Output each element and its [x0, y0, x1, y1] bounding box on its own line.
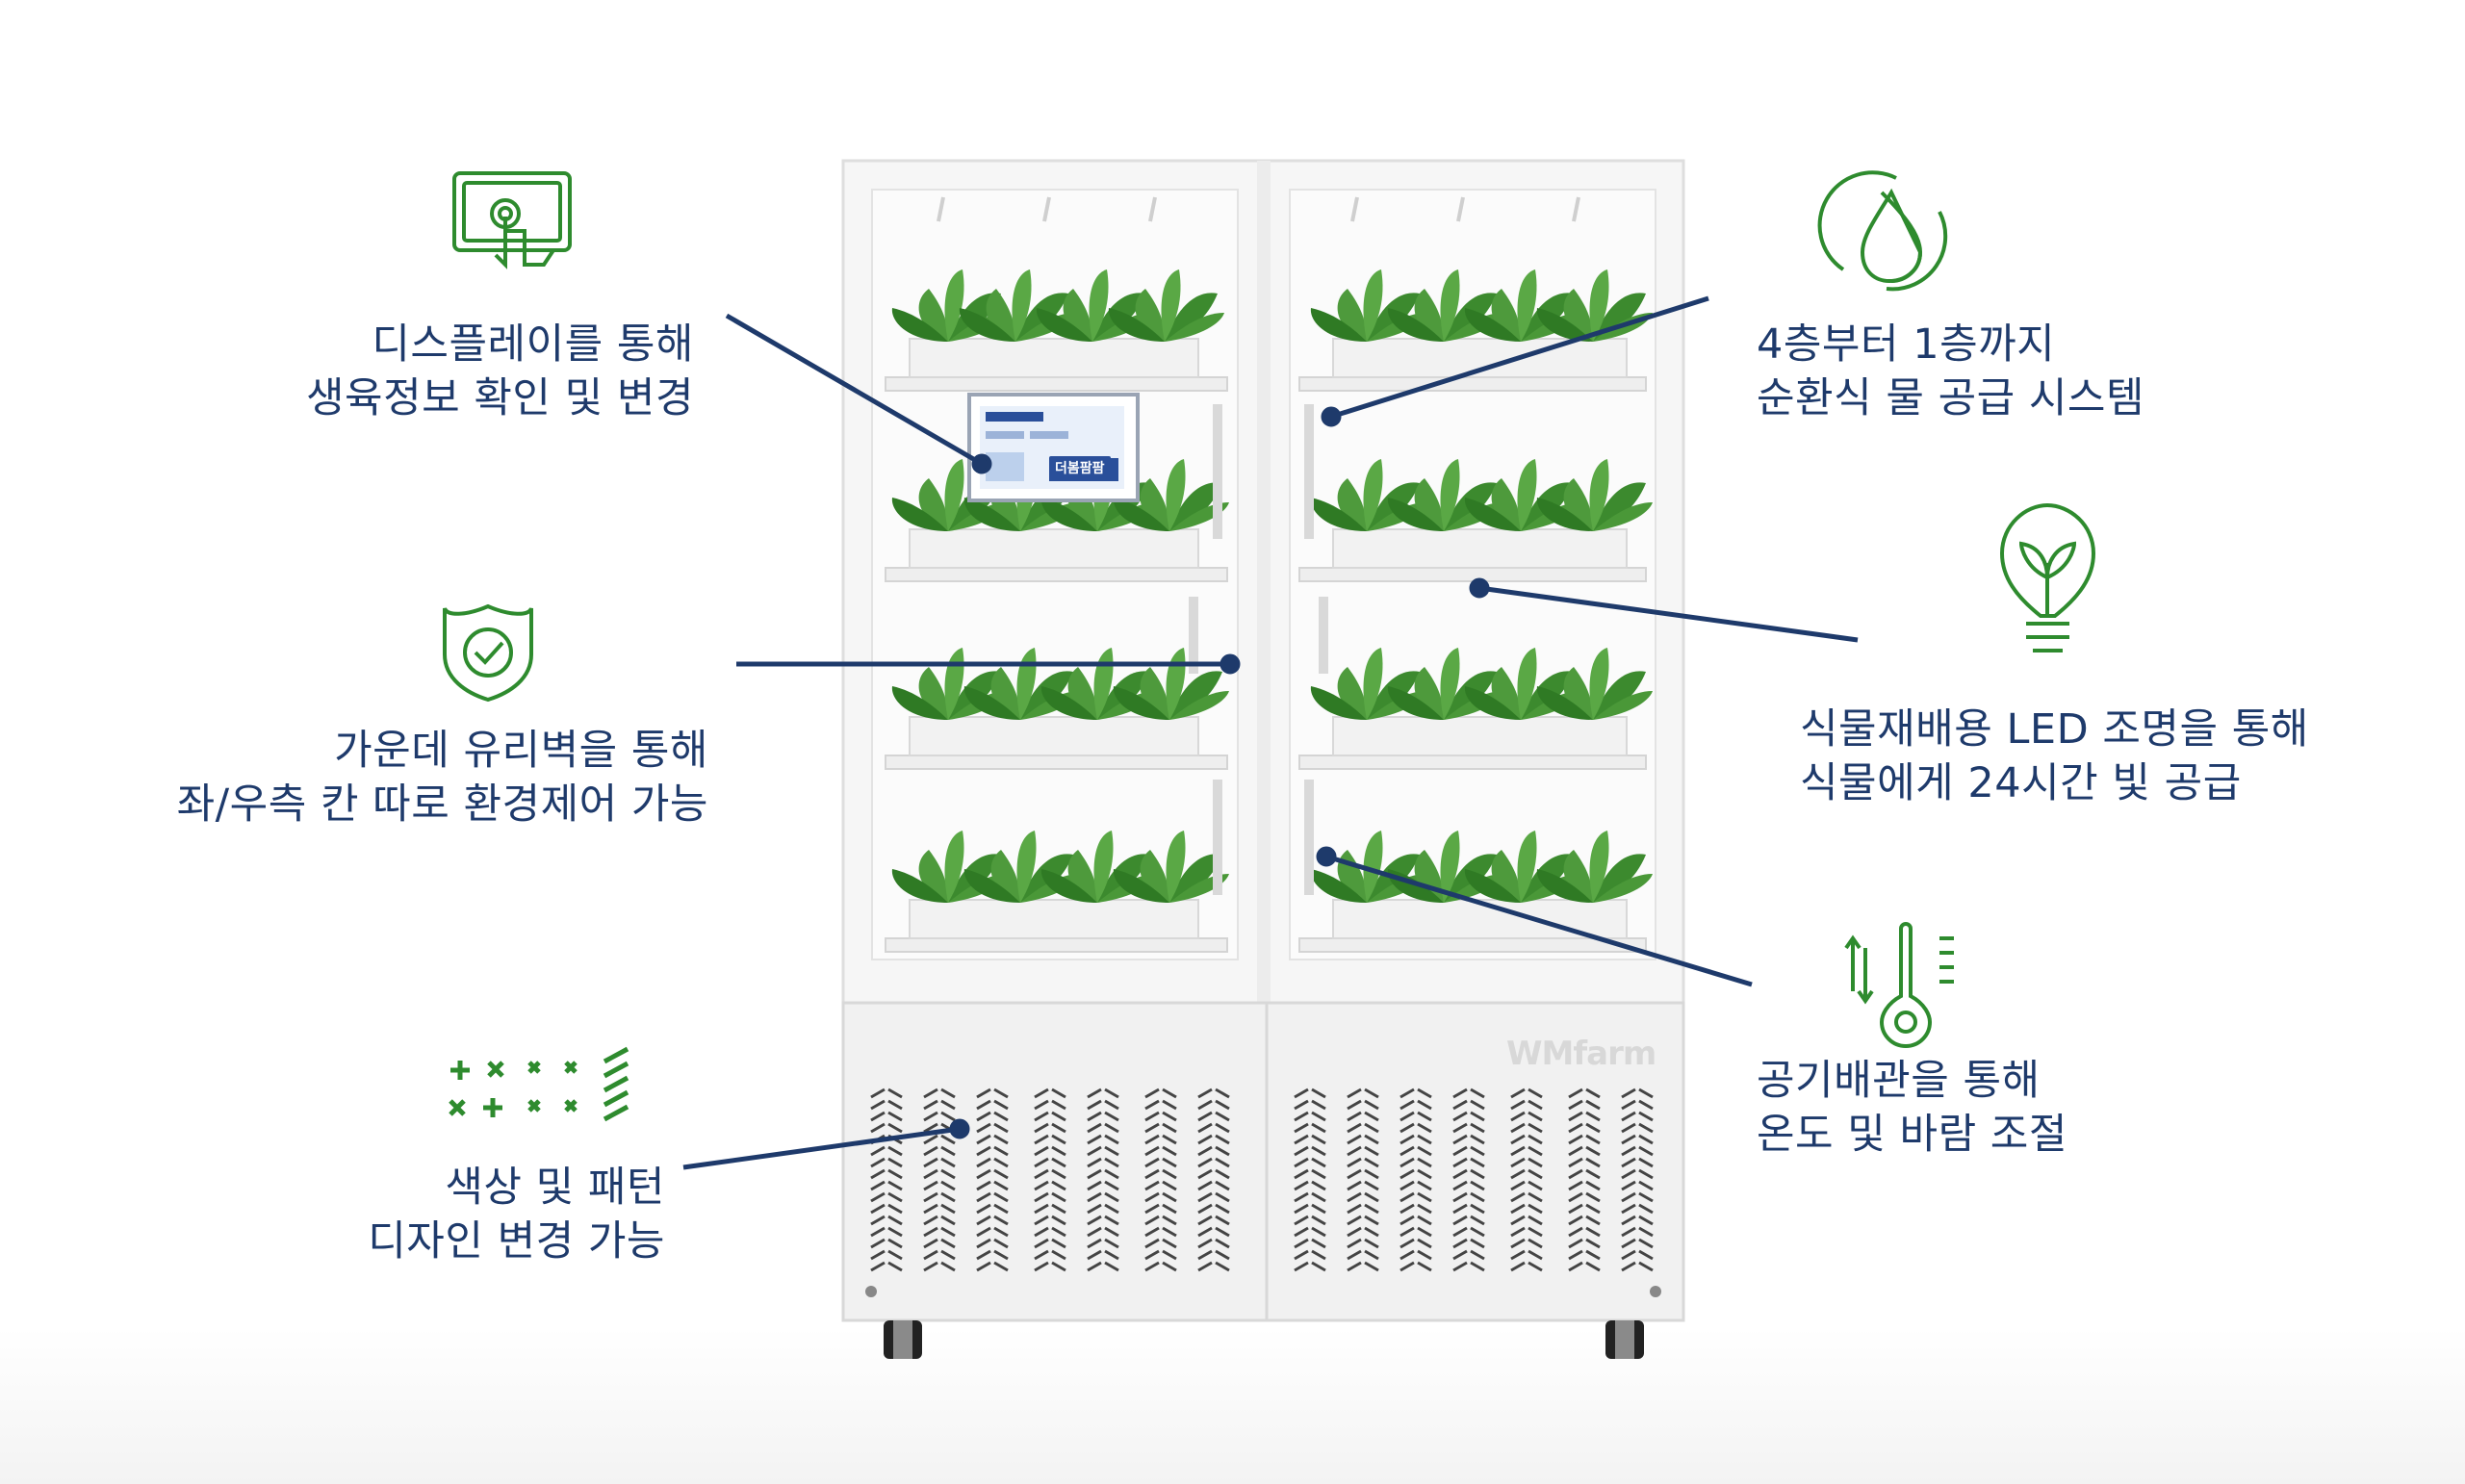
feature-line: 온도 및 바람 조절: [1757, 1111, 2067, 1159]
shield-check-icon: [443, 603, 533, 703]
feature-line: 가운데 유리벽을 통해: [334, 727, 708, 775]
feature-line: 색상 및 패턴: [445, 1164, 665, 1212]
touch-screen-icon: [452, 171, 572, 269]
feature-line: 식물재배용 LED 조명을 통해: [1800, 705, 2309, 754]
feature-led: 식물재배용 LED 조명을 통해 식물에게 24시간 빛 공급: [1800, 703, 2309, 810]
thermometer-icon: [1844, 922, 1954, 1048]
feature-line: 디자인 변경 가능: [368, 1217, 665, 1266]
feature-design: 색상 및 패턴 디자인 변경 가능: [368, 1161, 665, 1268]
water-cycle-icon: [1817, 170, 1948, 292]
brand-logo: WMfarm: [1506, 1035, 1656, 1073]
feature-line: 생육정보 확인 및 변경: [305, 374, 694, 422]
feature-glass-wall: 가운데 유리벽을 통해 좌/우측 칸 따로 환경제어 가능: [177, 724, 708, 832]
feature-line: 디스플레이를 통해: [372, 320, 694, 369]
lightbulb-leaf-icon: [1999, 502, 2096, 652]
feature-display: 디스플레이를 통해 생육정보 확인 및 변경: [306, 318, 694, 425]
feature-line: 순환식 물 공급 시스템: [1757, 374, 2145, 422]
display-screen-logo: 더봄팜팜: [1049, 456, 1111, 479]
feature-water-system: 4층부터 1층까지 순환식 물 공급 시스템: [1757, 318, 2144, 425]
feature-line: 식물에게 24시간 빛 공급: [1800, 759, 2242, 807]
feature-line: 좌/우측 칸 따로 환경제어 가능: [176, 780, 708, 829]
feature-air-pipe: 공기배관을 통해 온도 및 바람 조절: [1757, 1054, 2067, 1162]
feature-line: 4층부터 1층까지: [1757, 320, 2056, 369]
pattern-icon: [449, 1046, 629, 1122]
feature-line: 공기배관을 통해: [1757, 1057, 2041, 1105]
